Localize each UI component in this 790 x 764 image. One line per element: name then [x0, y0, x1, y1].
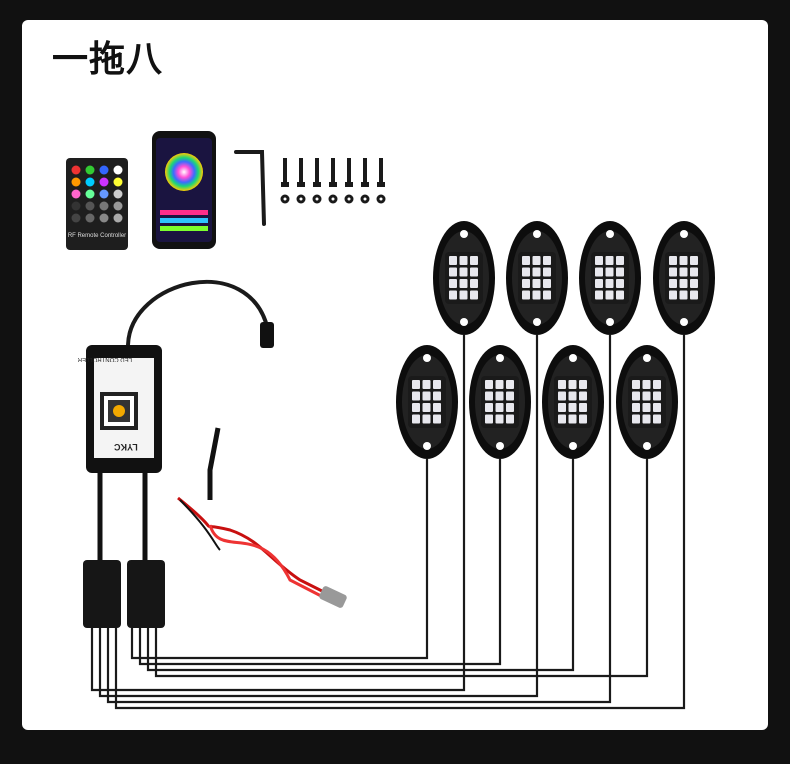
remote-controller-icon [66, 158, 128, 250]
page-title: 一拖八 [52, 39, 164, 80]
screw-icon [331, 158, 335, 184]
controller-label: LED CONTROLLER [77, 356, 132, 362]
allen-wrench-icon [234, 150, 266, 226]
rock-light-pod-icon [653, 221, 715, 335]
screw-icon [379, 158, 383, 184]
controller-brand: LYKC [114, 442, 138, 452]
led-controller-icon [86, 345, 162, 473]
rock-light-pod-icon [506, 221, 568, 335]
screw-icon [283, 158, 287, 184]
dc-socket-icon [260, 322, 274, 348]
screw-icon [363, 158, 367, 184]
splitter-right-icon [127, 560, 165, 628]
rock-light-pod-icon [542, 345, 604, 459]
screw-icon [299, 158, 303, 184]
smartphone-icon [152, 131, 216, 249]
screw-icon [315, 158, 319, 184]
screws-icon [280, 158, 386, 204]
screw-icon [347, 158, 351, 184]
rock-light-pod-icon [396, 345, 458, 459]
rock-light-pod-icon [579, 221, 641, 335]
splitter-left-icon [83, 560, 121, 628]
rock-light-pod-icon [433, 221, 495, 335]
rock-light-pod-icon [469, 345, 531, 459]
rock-light-pod-icon [616, 345, 678, 459]
remote-label: RF Remote Controller [67, 233, 127, 239]
dc-plug-icon [319, 586, 347, 608]
